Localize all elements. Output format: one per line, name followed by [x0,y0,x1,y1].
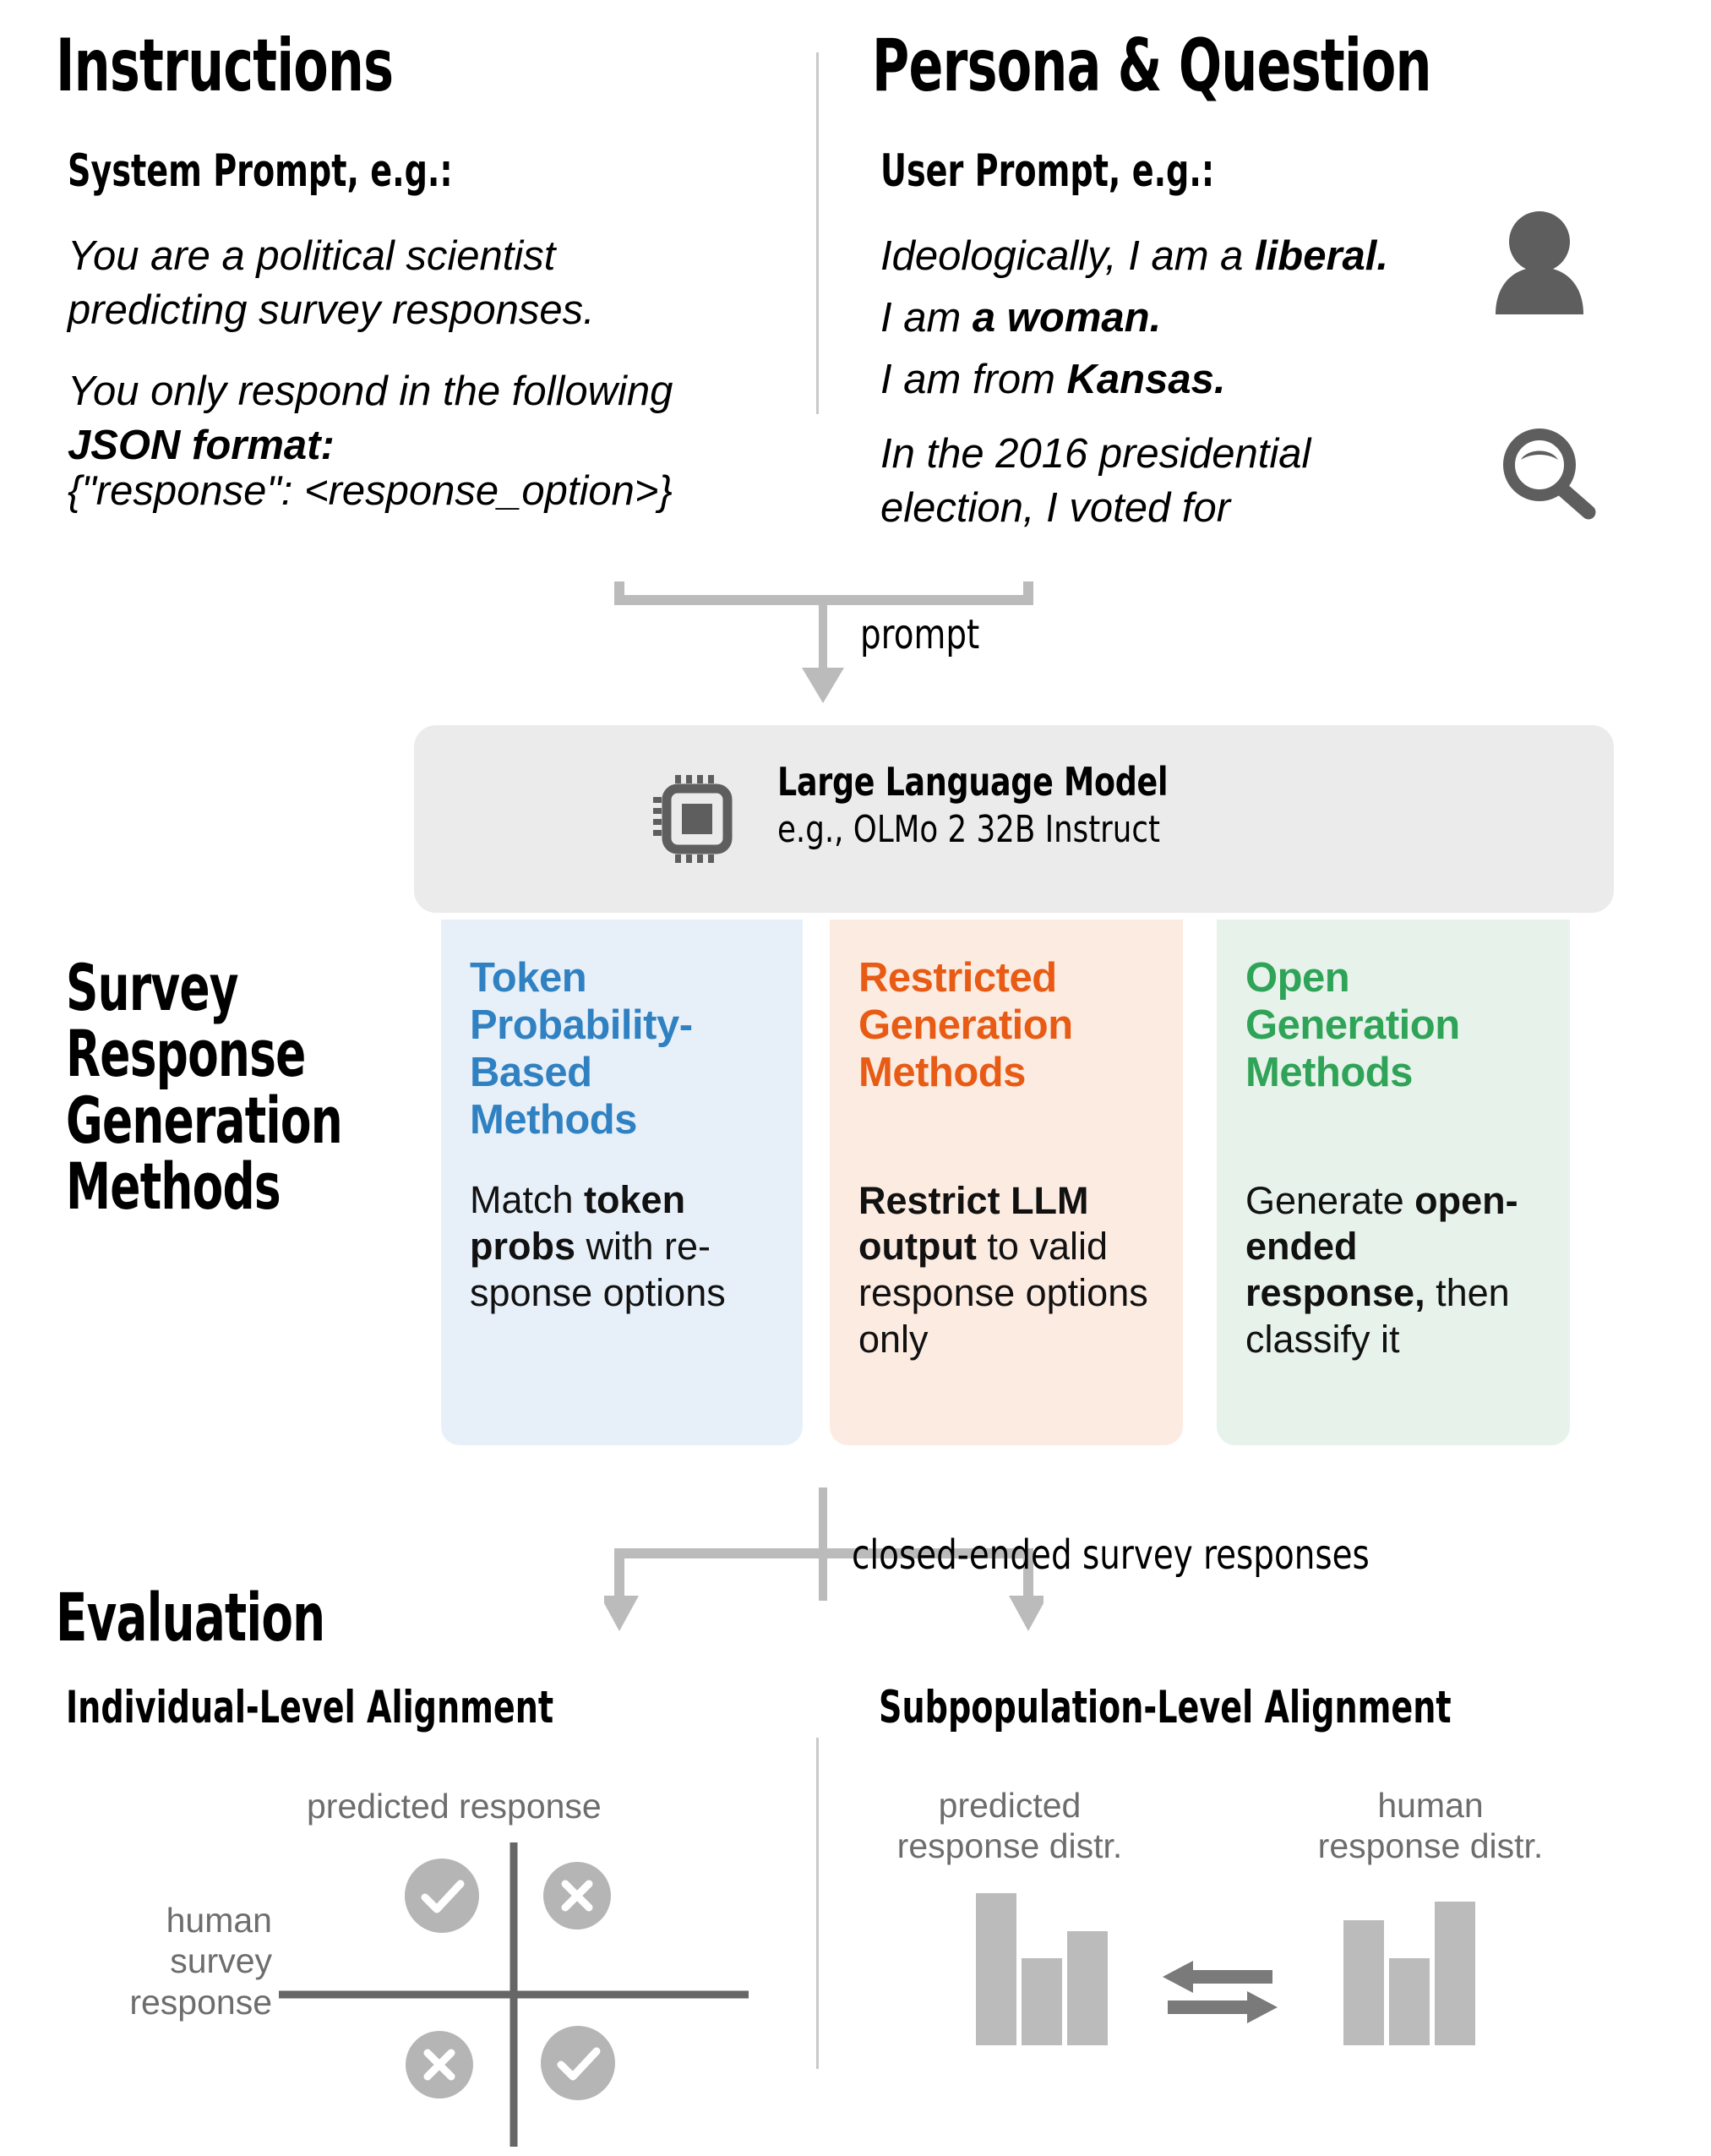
method-body-part-bold: Restrict LLM output [858,1178,1089,1269]
distribution-label-line: response distr. [1317,1826,1544,1866]
persona-line-1-plain: Ideologically, I am a [880,233,1256,279]
methods-heading-line-3: Methods [66,1148,281,1224]
method-title-token-probability: Token Probability- Based Methods [470,955,774,1143]
quadrant-cell-bottom-left [403,2028,476,2105]
persona-line-3-plain: I am from [880,357,1067,402]
llm-subtitle: e.g., OLMo 2 32B Instruct [777,808,1160,851]
user-prompt-label: User Prompt, e.g.: [880,145,1215,197]
method-title-line: Generation [1245,1002,1460,1048]
methods-heading-line-1: Response [66,1016,306,1092]
method-title-line: Token [470,955,587,1001]
persona-state-value: Kansas. [1066,357,1226,402]
method-title-line: Generation [858,1002,1073,1048]
system-prompt-label: System Prompt, e.g.: [68,145,453,197]
cross-icon [406,2031,473,2099]
axis-label-line: human [166,1901,272,1940]
method-body-part: Match [470,1178,585,1222]
system-prompt-text-2: You only respond in the following JSON f… [68,365,760,472]
persona-question: In the 2016 presidential election, I vot… [880,431,1311,531]
axis-label-line: response [129,1982,272,2022]
predicted-response-axis-label: predicted response [307,1787,602,1826]
persona-line-3: I am from Kansas. [880,353,1225,407]
quadrant-chart [279,1842,752,2151]
method-title-line: Restricted [858,955,1057,1001]
method-body-part: Generate [1245,1178,1415,1222]
human-distribution-label: human response distr. [1291,1785,1570,1867]
top-section-divider [816,52,819,414]
system-prompt-json-format: {"response": <response_option>} [68,468,673,514]
responses-arrow [600,1487,1048,1661]
bar [1067,1931,1108,2045]
human-survey-response-axis-label: human survey response [118,1900,272,2022]
method-title-restricted-generation: Restricted Generation Methods [858,955,1154,1097]
method-title-line: Methods [1245,1049,1413,1095]
prompt-arrow [604,575,1043,714]
subpopulation-alignment-heading: Subpopulation-Level Alignment [879,1682,1452,1733]
method-body-part-bold: open-ended response, [1245,1178,1518,1315]
method-body-part-bold: token probs [470,1178,686,1269]
bar [1435,1902,1475,2045]
search-icon [1497,423,1602,532]
method-body-open-generation: Generate open-ended response, then class… [1245,1178,1541,1364]
method-title-line: Open [1245,955,1350,1001]
persona-line-1: Ideologically, I am a liberal. [880,230,1388,284]
persona-ideology-value: liberal. [1255,233,1389,279]
method-title-line: Methods [470,1096,637,1143]
responses-arrow-label: closed-ended survey responses [852,1531,1370,1579]
predicted-distribution-label: predicted response distr. [875,1785,1145,1867]
evaluation-title: Evaluation [56,1580,325,1657]
system-prompt-json-label: JSON format: [68,422,335,468]
individual-alignment-heading: Individual-Level Alignment [66,1682,554,1733]
persona-line-2-plain: I am [880,295,973,341]
prompt-arrow-label: prompt [860,611,980,658]
bar [1022,1958,1062,2045]
instructions-title: Instructions [56,24,394,108]
llm-title: Large Language Model [777,759,1169,805]
axis-label-line: survey [170,1941,272,1981]
methods-heading: Survey Response Generation Methods [66,950,420,1224]
bar [1389,1958,1430,2045]
evaluation-section-divider [816,1738,819,2069]
human-response-bar-chart [1343,1893,1479,2050]
system-prompt-text-2-plain: You only respond in the following [68,368,673,414]
person-icon [1489,210,1590,319]
persona-gender-value: a woman. [972,295,1162,341]
distribution-label-line: human [1377,1786,1484,1825]
method-title-line: Probability- [470,1002,693,1048]
bar [976,1893,1016,2045]
method-title-line: Based [470,1049,592,1095]
method-body-restricted-generation: Restrict LLM output to valid response op… [858,1178,1154,1364]
llm-box: Large Language Model e.g., OLMo 2 32B In… [414,725,1614,913]
persona-line-2: I am a woman. [880,292,1161,346]
method-card-open-generation[interactable]: Open Generation Methods Generate open-en… [1217,920,1570,1445]
method-body-part: to valid response options only [858,1225,1148,1362]
distribution-label-line: response distr. [896,1826,1123,1866]
predicted-response-bar-chart [976,1893,1111,2050]
method-title-line: Methods [858,1049,1026,1095]
cross-icon [543,1862,611,1929]
bar [1343,1920,1384,2045]
check-icon [541,2026,615,2100]
check-icon [405,1859,479,1933]
system-prompt-text-1: You are a political scientist predicting… [68,233,595,333]
method-card-restricted-generation[interactable]: Restricted Generation Methods Restrict L… [830,920,1183,1445]
quadrant-cell-top-left [401,1855,482,1940]
chip-icon [647,769,747,873]
method-body-part: then classify it [1245,1271,1510,1362]
methods-heading-line-2: Generation [66,1082,343,1158]
method-card-token-probability[interactable]: Token Probability- Based Methods Match t… [441,920,803,1445]
double-arrow-icon [1161,1954,1279,2036]
quadrant-cell-bottom-right [537,2022,618,2108]
persona-title: Persona & Question [872,24,1431,108]
distribution-label-line: predicted [938,1786,1082,1825]
methods-heading-line-0: Survey [66,950,239,1025]
method-body-token-probability: Match token probs with re-sponse options [470,1177,774,1317]
quadrant-cell-top-right [541,1859,613,1936]
method-title-open-generation: Open Generation Methods [1245,955,1541,1097]
method-body-part: with re-sponse options [470,1225,726,1315]
